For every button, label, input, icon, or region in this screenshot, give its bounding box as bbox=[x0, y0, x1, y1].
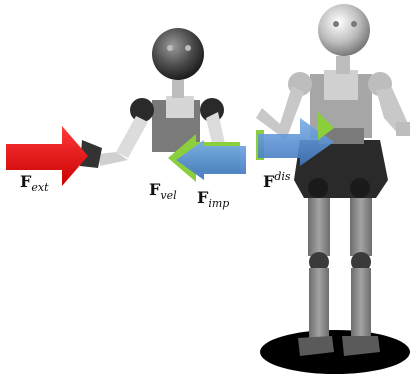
right-robot-chest-plate bbox=[324, 70, 358, 100]
label-f-dis: Fdis bbox=[263, 172, 291, 191]
left-robot-chest-plate bbox=[166, 96, 194, 118]
label-f-ext: Fext bbox=[20, 172, 49, 191]
label-f-ext-subscript: ext bbox=[31, 181, 48, 194]
label-f-ext-symbol: F bbox=[20, 172, 31, 191]
label-f-imp-symbol: F bbox=[197, 188, 208, 207]
right-robot-right-eye bbox=[351, 21, 357, 27]
label-f-imp: Fimp bbox=[197, 188, 229, 207]
left-robot-left-eye bbox=[167, 45, 173, 51]
label-f-vel-subscript: vel bbox=[160, 189, 176, 202]
label-f-dis-symbol: F bbox=[263, 172, 274, 191]
right-robot-neck bbox=[336, 56, 350, 74]
left-robot-head bbox=[152, 28, 204, 80]
right-robot-left-eye bbox=[333, 21, 339, 27]
label-f-imp-subscript: imp bbox=[208, 197, 229, 210]
left-robot-left-shoulder bbox=[130, 98, 154, 122]
left-robot-upper-arm bbox=[116, 116, 148, 158]
floor-base bbox=[260, 330, 410, 374]
label-f-vel-symbol: F bbox=[149, 180, 160, 199]
right-robot-left-lower-leg bbox=[309, 268, 329, 340]
right-robot-right-hip-joint bbox=[350, 178, 370, 198]
right-robot-left-hip-joint bbox=[308, 178, 328, 198]
right-robot-head bbox=[318, 4, 370, 56]
left-robot-right-eye bbox=[185, 45, 191, 51]
label-f-vel: Fvel bbox=[149, 180, 177, 199]
left-robot-neck bbox=[172, 80, 184, 98]
right-robot-right-hand bbox=[396, 122, 410, 136]
label-f-dis-superscript: dis bbox=[274, 170, 290, 183]
right-robot-right-lower-leg bbox=[351, 268, 371, 340]
